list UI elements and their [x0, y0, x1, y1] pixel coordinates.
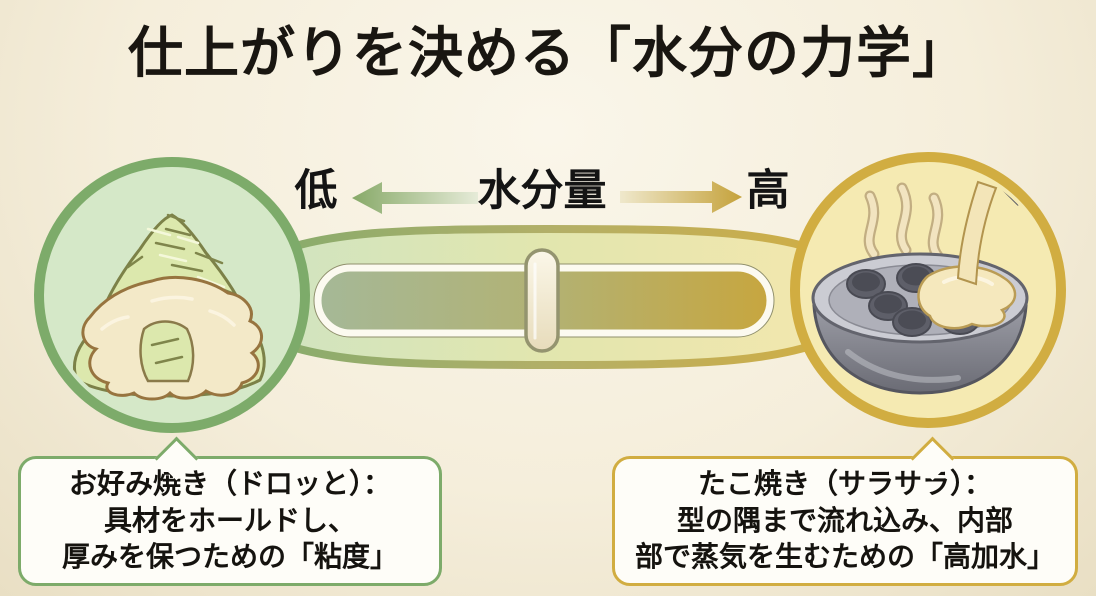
- batter-stream: [956, 180, 998, 286]
- callout-line: 部で蒸気を生むための「高加水」: [634, 541, 1055, 573]
- scale-high-label: 高: [746, 167, 790, 215]
- scale-axis-label: 水分量: [477, 167, 607, 215]
- high-arrow-icon: [620, 181, 742, 213]
- page-title: 仕上がりを決める「水分の力学」: [127, 23, 968, 84]
- callout-line: お好み焼き（ドロッと）：: [68, 467, 391, 499]
- slider-handle[interactable]: [524, 248, 560, 353]
- low-arrow-icon: [352, 182, 478, 214]
- callout-line: 具材をホールドし、: [103, 504, 356, 536]
- callout-line: たこ焼き（サラサラ）：: [697, 467, 992, 499]
- callout-line: 型の隅まで流れ込み、内部: [676, 504, 1013, 536]
- callout-line: 厚みを保つための「粘度」: [61, 541, 398, 573]
- takoyaki-pan: [811, 166, 1052, 395]
- takoyaki-callout: たこ焼き（サラサラ）： 型の隅まで流れ込み、内部 部で蒸気を生むための「高加水」: [612, 456, 1078, 586]
- steam-icon: [863, 182, 944, 262]
- scale-low-label: 低: [294, 167, 338, 215]
- okonomiyaki-illustration: [72, 213, 266, 401]
- takoyaki-illustration: [811, 166, 1052, 395]
- okonomiyaki-callout: お好み焼き（ドロッと）： 具材をホールドし、 厚みを保つための「粘度」: [18, 456, 442, 586]
